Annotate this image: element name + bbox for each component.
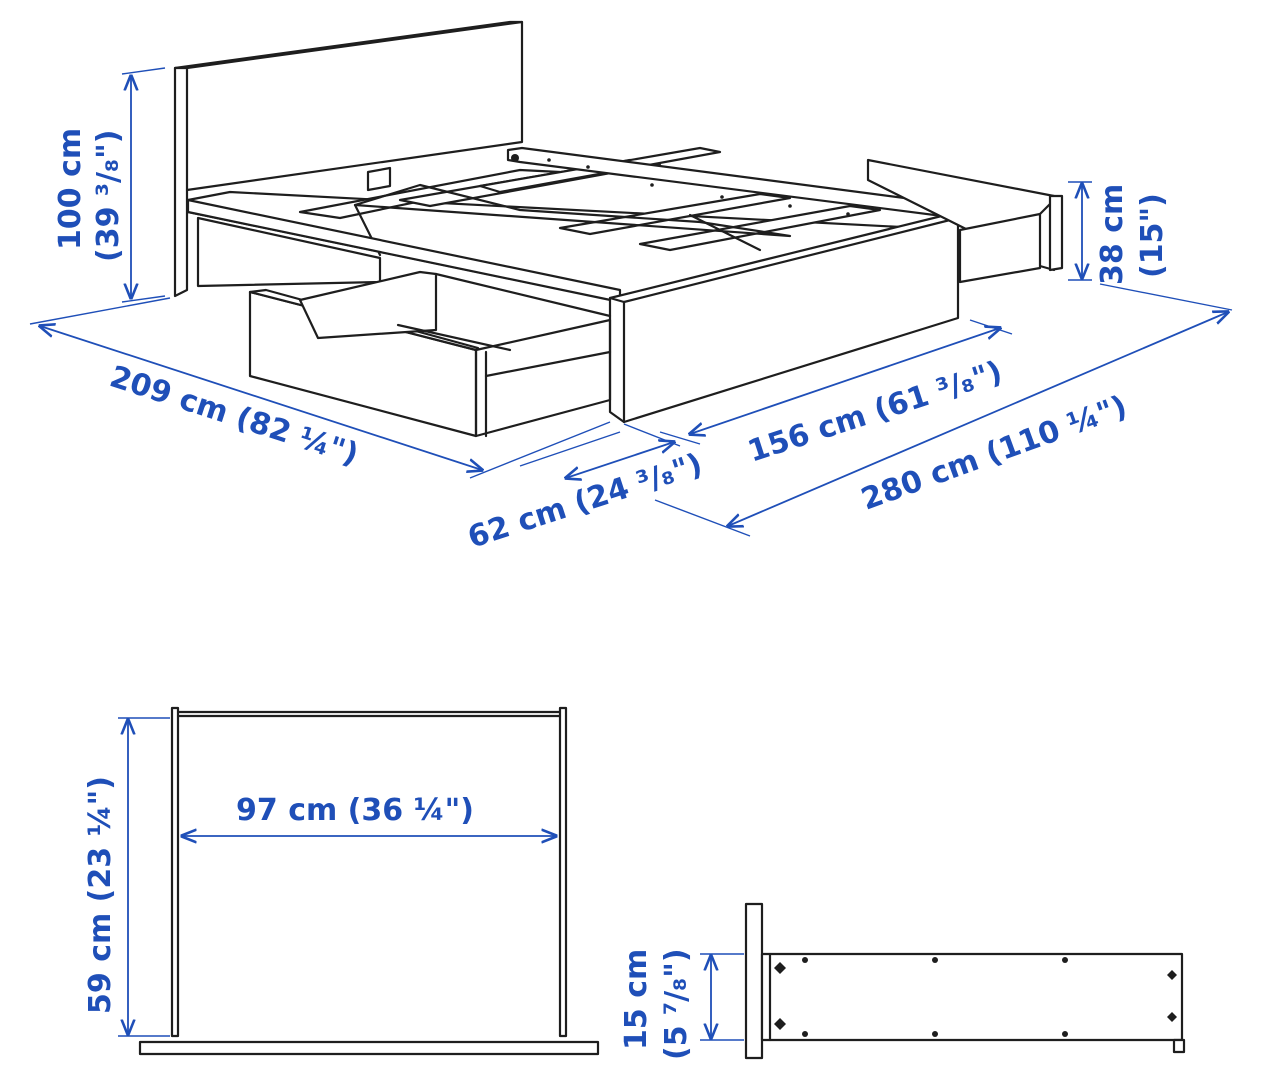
label-drawer-pullout: 62 cm (24 ³/₈") — [464, 447, 707, 556]
label-drawer-width: 97 cm (36 ¼") — [236, 793, 474, 828]
dim-headboard-height: 100 cm (39 ³/₈") — [53, 67, 166, 303]
label-headboard-height: 100 cm — [53, 128, 88, 250]
label-drawer-depth: 59 cm (23 ¼") — [83, 776, 118, 1014]
headboard — [173, 20, 524, 298]
label-drawer-height: 15 cm — [619, 949, 654, 1050]
label-bed-height-in: (15") — [1135, 193, 1170, 278]
dim-bed-height: 38 cm (15") — [1068, 181, 1170, 285]
dim-drawer-pullout: 62 cm (24 ³/₈") — [464, 423, 707, 556]
label-bed-height: 38 cm — [1095, 184, 1130, 285]
bracket — [366, 166, 392, 192]
drawer-far — [866, 158, 1064, 284]
label-headboard-height-in: (39 ³/₈") — [91, 130, 126, 262]
bed-illustration — [173, 20, 1064, 438]
drawer-top-view: 59 cm (23 ¼") 97 cm (36 ¼") — [83, 706, 600, 1056]
fastener-holes — [774, 957, 1177, 1037]
label-drawer-height-in: (5 ⁷/₈") — [659, 948, 694, 1060]
drawer-side-view: 15 cm (5 ⁷/₈") — [619, 902, 1186, 1060]
